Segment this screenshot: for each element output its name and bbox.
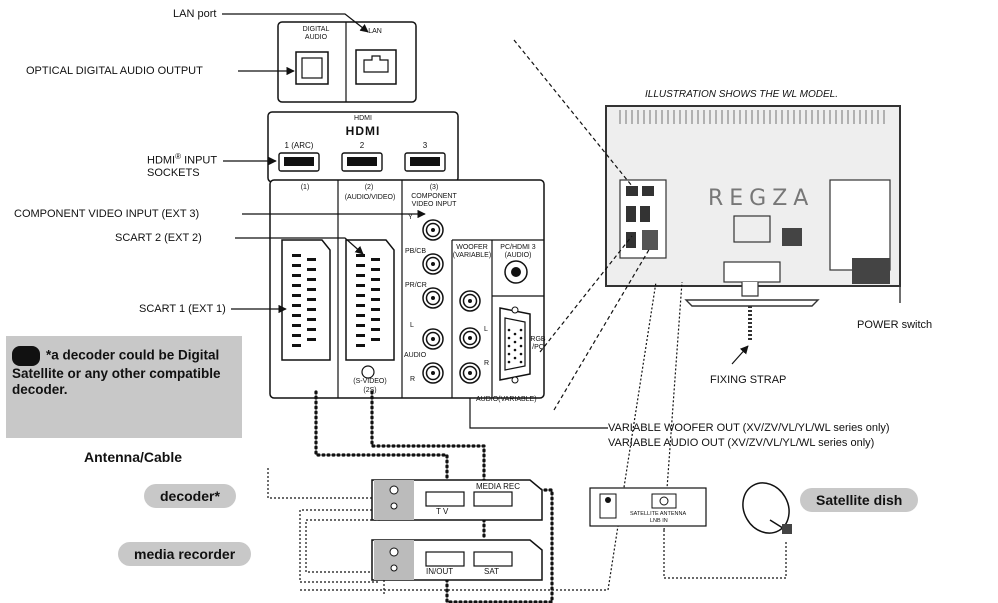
label-ext1: (1) xyxy=(300,184,310,191)
callout-optical-audio: OPTICAL DIGITAL AUDIO OUTPUT xyxy=(26,65,203,77)
label-hdmi3: 3 xyxy=(422,141,428,150)
label-l: L xyxy=(410,322,414,329)
label-pb: PB/CB xyxy=(405,248,427,255)
callout-audio-out: VARIABLE AUDIO OUT (XV/ZV/VL/YL/WL serie… xyxy=(608,437,875,449)
label-y: Y xyxy=(408,214,413,221)
label-woofer: WOOFER (VARIABLE) xyxy=(452,244,492,259)
illustration-note: ILLUSTRATION SHOWS THE WL MODEL. xyxy=(645,89,838,100)
variable-audio-rca-sockets[interactable] xyxy=(459,290,481,384)
wall-antenna-plate xyxy=(589,487,707,527)
decoder-unit xyxy=(371,479,543,521)
hand-pointer-icon xyxy=(12,346,40,366)
label-hdmi-header: HDMI xyxy=(354,115,372,122)
callout-lan-port: LAN port xyxy=(173,8,217,20)
media-recorder-unit xyxy=(371,539,543,581)
label-pc-hdmi3-audio: PC/HDMI 3 (AUDIO) xyxy=(500,244,536,259)
label-woofer-r: R xyxy=(484,360,490,367)
lower-connector-panel xyxy=(269,179,545,399)
tv-brand-logo: REGZA xyxy=(708,186,815,211)
component-rca-sockets[interactable] xyxy=(422,219,444,384)
label-rgb-pc: RGB /PC xyxy=(530,336,546,351)
callout-component-input: COMPONENT VIDEO INPUT (EXT 3) xyxy=(14,208,200,220)
callout-power-switch: POWER switch xyxy=(857,319,933,331)
label-r: R xyxy=(410,376,416,383)
callout-scart2: SCART 2 (EXT 2) xyxy=(115,232,202,244)
tv-rear-view xyxy=(605,105,901,365)
label-decoder: decoder* xyxy=(144,484,236,508)
guide-lines xyxy=(513,39,651,411)
label-audio: AUDIO xyxy=(404,352,427,359)
label-hdmi1: 1 (ARC) xyxy=(284,141,314,150)
label-audio-variable: AUDIO(VARIABLE) xyxy=(476,396,537,403)
label-wall-plate: SATELLITE ANTENNA xyxy=(630,511,687,517)
label-decoder-tv: T V xyxy=(436,507,449,516)
label-wall-plate-sub: LNB IN xyxy=(650,518,668,524)
label-lan: LAN xyxy=(368,28,382,35)
callout-fixing-strap: FIXING STRAP xyxy=(710,374,787,386)
callout-scart1: SCART 1 (EXT 1) xyxy=(139,303,226,315)
label-component-video: COMPONENT VIDEO INPUT xyxy=(411,193,457,208)
label-ext3: (3) xyxy=(429,184,439,191)
scart-1-socket[interactable] xyxy=(281,239,331,361)
label-ext2s: (2S) xyxy=(363,387,377,394)
callout-hdmi-input: HDMI® INPUT xyxy=(147,152,218,167)
label-s-video: (S-VIDEO) xyxy=(353,378,387,385)
callout-woofer-out: VARIABLE WOOFER OUT (XV/ZV/VL/YL/WL seri… xyxy=(608,422,890,434)
satellite-dish-icon xyxy=(742,482,792,534)
label-antenna-cable: Antenna/Cable xyxy=(84,449,183,465)
label-digital-audio: DIGITAL AUDIO xyxy=(302,26,330,41)
label-recorder-inout: IN/OUT xyxy=(426,567,454,576)
label-ext2-sub: (AUDIO/VIDEO) xyxy=(344,194,396,201)
callout-hdmi-input-sockets: SOCKETS xyxy=(147,167,200,179)
scart-2-socket[interactable] xyxy=(345,239,395,361)
note-text: *a decoder could be Digital Satellite or… xyxy=(12,346,221,397)
label-hdmi2: 2 xyxy=(359,141,365,150)
label-pr: PR/CR xyxy=(405,282,427,289)
note-box xyxy=(6,336,242,438)
label-media-rec: MEDIA REC xyxy=(476,482,521,491)
digital-lan-panel xyxy=(277,21,417,103)
label-media-recorder: media recorder xyxy=(118,542,252,566)
hdmi-logo: HDMI xyxy=(345,124,381,138)
dotted-cables xyxy=(267,281,787,603)
rgb-pc-socket[interactable] xyxy=(499,306,531,384)
label-recorder-sat: SAT xyxy=(484,567,499,576)
hdmi-panel xyxy=(267,111,459,183)
label-ext2: (2) xyxy=(364,184,374,191)
label-woofer-l: L xyxy=(484,326,488,333)
s-video-socket[interactable] xyxy=(361,365,375,379)
label-satellite-dish: Satellite dish xyxy=(800,488,919,512)
